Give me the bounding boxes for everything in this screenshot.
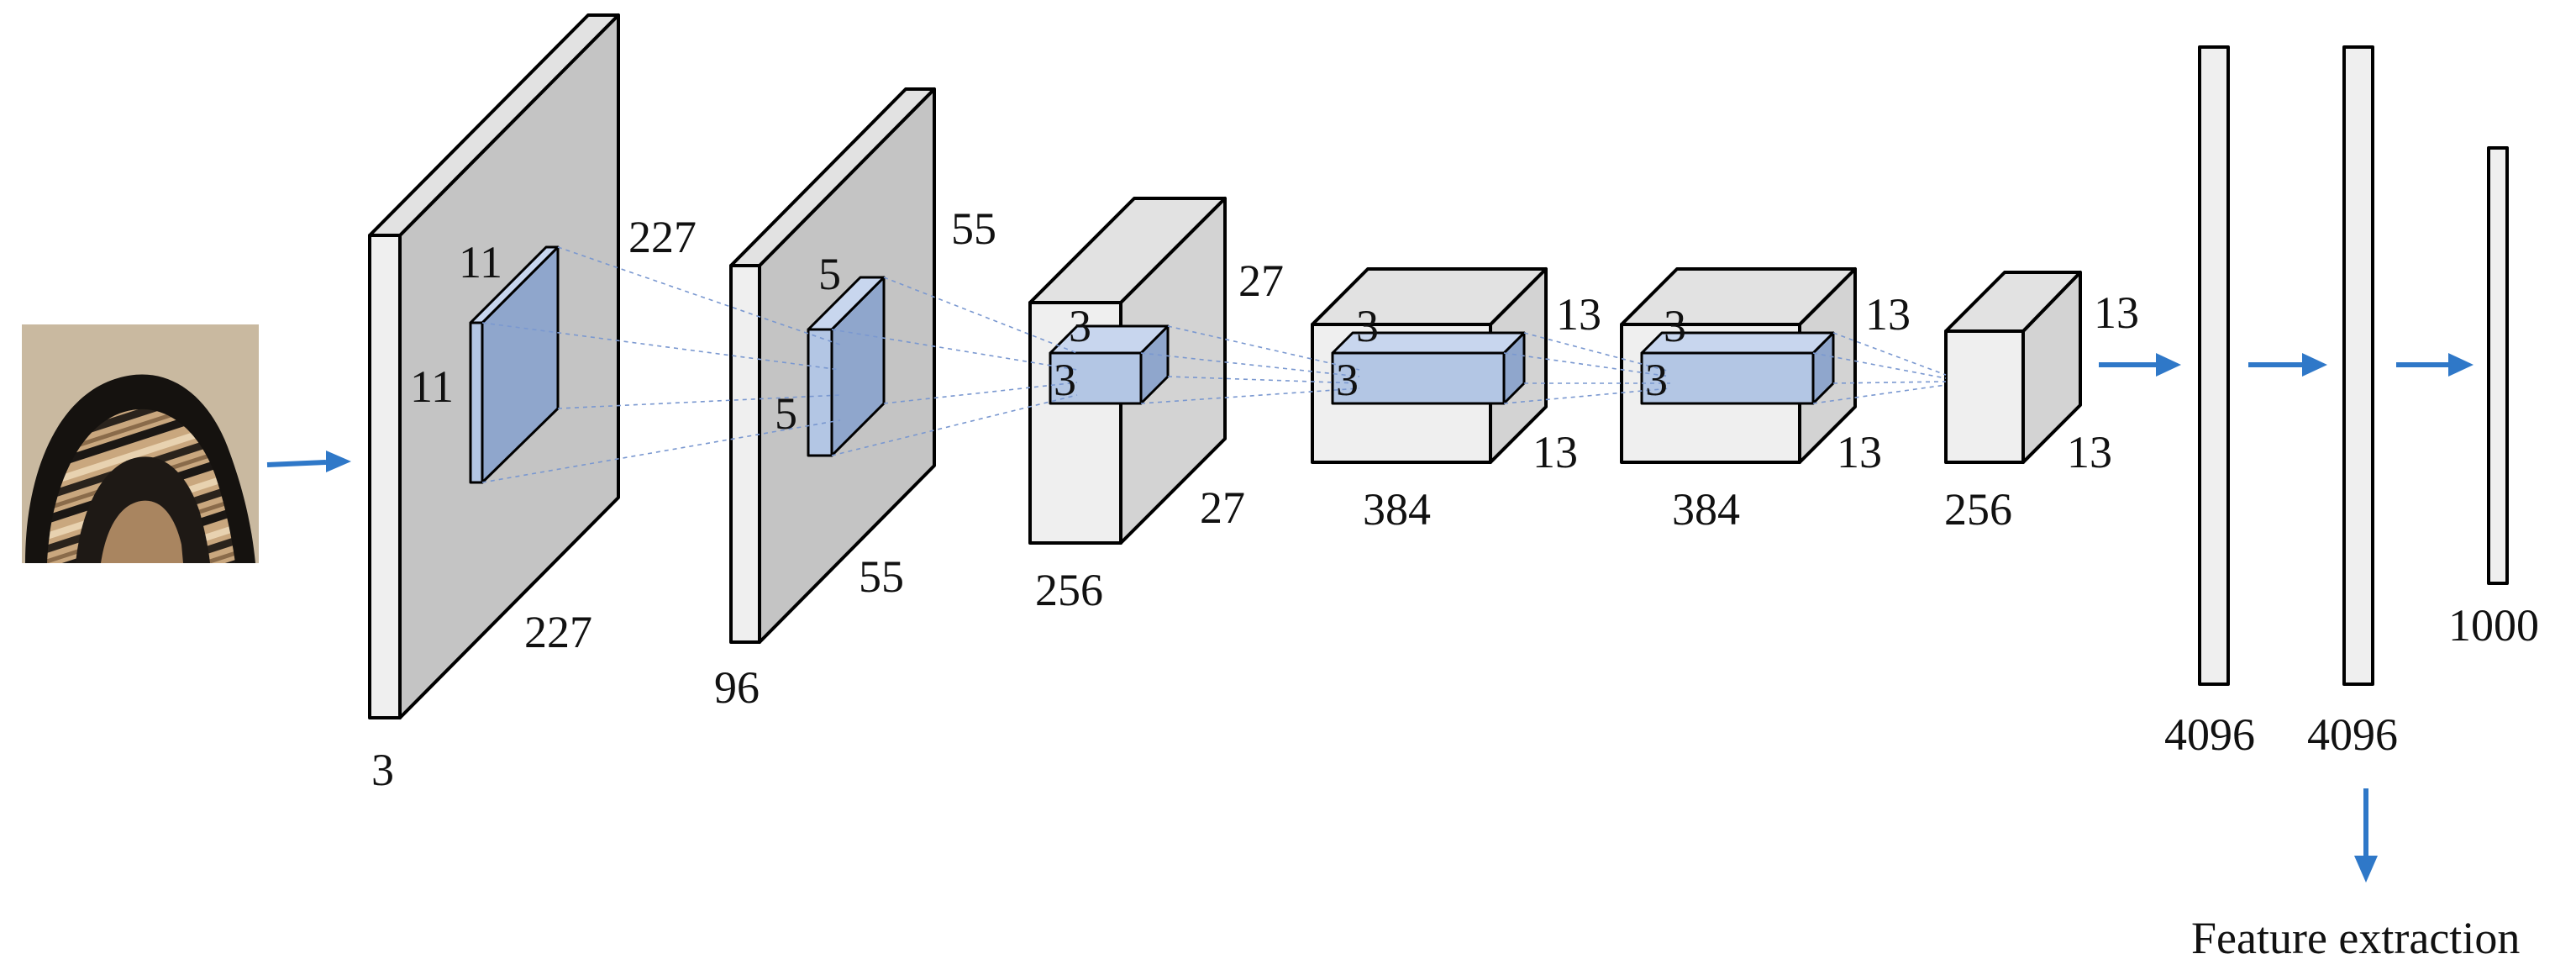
conv2-height-label: 27: [1200, 482, 1245, 533]
kernel-3a-left-label: 3: [1054, 355, 1076, 405]
kernel-3x3-c: [1640, 331, 1835, 405]
kernel-11-top-label: 11: [459, 237, 502, 287]
arrow-input-to-conv: [266, 451, 351, 472]
kernel-5-left-label: 5: [775, 388, 797, 439]
kernel-5x5: [807, 276, 886, 457]
kernel-3b-left-label: 3: [1336, 355, 1359, 405]
conv2-depth-label: 256: [1035, 565, 1103, 615]
conv2-width-label: 27: [1238, 256, 1284, 306]
conv5-width-label: 13: [2094, 287, 2139, 338]
input-width-label: 227: [628, 212, 697, 262]
fc8-bar: [2487, 146, 2509, 585]
conv5-depth-label: 256: [1944, 484, 2012, 535]
input-height-label: 227: [524, 607, 592, 657]
conv4-height-label: 13: [1837, 427, 1882, 477]
conv4-width-label: 13: [1865, 289, 1911, 340]
conv2-volume: [1028, 197, 1227, 545]
kernel-3a-top-label: 3: [1069, 301, 1091, 351]
feature-extraction-label: Feature extraction: [2191, 913, 2520, 963]
conv5-volume: [1944, 271, 2082, 464]
conv5-height-label: 13: [2067, 427, 2112, 477]
kernel-11-left-label: 11: [410, 361, 454, 412]
conv1-height-label: 55: [859, 551, 904, 602]
input-depth-label: 3: [371, 745, 394, 795]
receptive-field-rays: [481, 246, 1947, 483]
arrow-conv5-to-fc6: [2099, 353, 2181, 377]
fc8-size-label: 1000: [2448, 600, 2539, 651]
conv3-height-label: 13: [1532, 427, 1578, 477]
fc7-size-label: 4096: [2307, 709, 2398, 760]
arrow-feature-extraction: [2354, 788, 2378, 883]
conv4-depth-label: 384: [1672, 484, 1740, 535]
fc6-size-label: 4096: [2164, 709, 2255, 760]
fc7-bar: [2342, 45, 2374, 686]
conv3-depth-label: 384: [1363, 484, 1431, 535]
arrow-fc7-to-fc8: [2396, 353, 2473, 377]
fc6-bar: [2198, 45, 2230, 686]
kernel-3b-top-label: 3: [1356, 301, 1379, 351]
kernel-3c-top-label: 3: [1664, 301, 1686, 351]
kernel-5-top-label: 5: [818, 249, 841, 299]
conv1-width-label: 55: [951, 203, 996, 254]
conv3-width-label: 13: [1556, 289, 1601, 340]
conv1-depth-label: 96: [714, 662, 760, 713]
arrow-fc6-to-fc7: [2248, 353, 2327, 377]
kernel-3x3-b: [1331, 331, 1526, 405]
kernel-3c-left-label: 3: [1645, 355, 1668, 405]
input-volume: [368, 13, 620, 719]
input-image: [22, 324, 259, 563]
